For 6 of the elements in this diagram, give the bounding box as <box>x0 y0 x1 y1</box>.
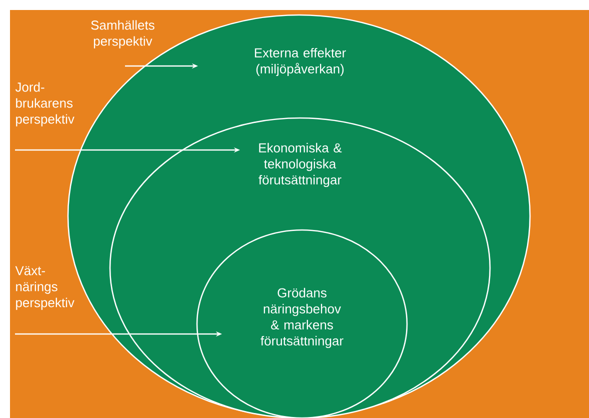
perspective-label: Växt- närings perspektiv <box>15 266 74 310</box>
ellipse-label: Grödans näringsbehov & markens förutsättningar <box>260 288 344 348</box>
perspective-label: Jord- brukarens perspektiv <box>15 82 74 126</box>
ellipse-label: Ekonomiska & teknologiska förutsättningar <box>258 142 342 188</box>
ellipse-label: Externa effekter (miljöpåverkan) <box>254 48 346 76</box>
perspective-label: Samhällets perspektiv <box>91 20 154 48</box>
